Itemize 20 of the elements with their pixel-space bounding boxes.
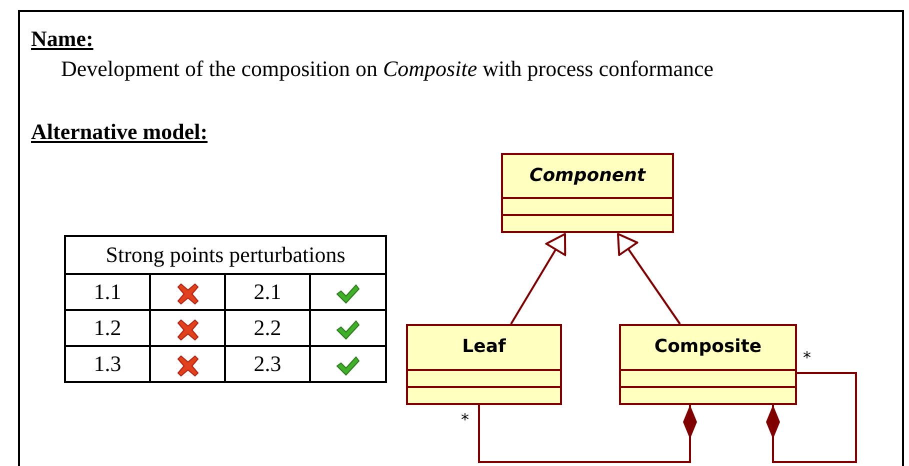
generalization-arrow [617, 233, 681, 325]
table-cell: 2.1 [225, 274, 310, 310]
table-cell: 1.2 [65, 310, 150, 346]
section-heading: Alternative model: [31, 119, 208, 145]
uml-class-box [501, 153, 674, 233]
class-name: Leaf [461, 336, 507, 357]
class-name: Composite [653, 336, 763, 357]
table-cell: 1.1 [65, 274, 150, 310]
table-cell: 1.3 [65, 346, 150, 382]
generalization-arrow [510, 233, 566, 325]
class-name: Component [528, 165, 647, 186]
uml-class-box [406, 324, 562, 405]
composition-line [766, 372, 857, 463]
table-cell: 2.3 [225, 346, 310, 382]
table-cell: 2.2 [225, 310, 310, 346]
table-header: Strong points perturbations [106, 242, 346, 267]
description-text: Development of the composition on Composite with process conformance [61, 56, 714, 82]
composition-line [478, 405, 697, 463]
section-heading: Name: [31, 26, 94, 52]
uml-class-box [619, 324, 797, 405]
